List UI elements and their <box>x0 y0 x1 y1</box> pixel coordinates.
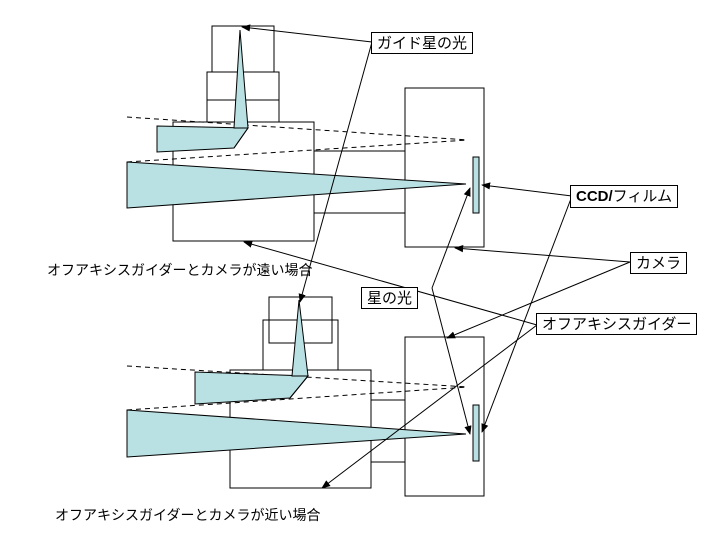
top-configuration <box>126 25 485 248</box>
top-camera-body <box>404 87 485 248</box>
camera-text: カメラ <box>636 254 682 272</box>
top-ccd-sensor <box>472 156 480 214</box>
star-light-text: 星の光 <box>367 289 413 307</box>
ccd-suffix-text: フィルム <box>612 187 673 205</box>
top-guide-beam-vertical <box>233 29 249 129</box>
bottom-caption: オフアキシスガイダーとカメラが近い場合 <box>55 508 321 524</box>
annotation-arrows <box>241 24 631 489</box>
ccd-film-label: CCD/フィルム <box>570 185 679 208</box>
off-axis-guider-label: オフアキシスガイダー <box>536 313 698 335</box>
bottom-guide-beam-vertical <box>291 299 309 377</box>
off-axis-guider-text: オフアキシスガイダー <box>542 315 692 333</box>
bottom-ccd-sensor <box>472 404 480 462</box>
star-light-label: 星の光 <box>361 287 419 309</box>
guide-star-light-text: ガイド星の光 <box>377 34 468 52</box>
guide-star-light-label: ガイド星の光 <box>371 32 474 54</box>
top-main-beam <box>126 161 467 209</box>
bottom-configuration <box>126 296 485 497</box>
camera-label: カメラ <box>630 252 688 274</box>
bottom-main-beam <box>126 409 467 458</box>
ccd-prefix-text: CCD/ <box>576 188 613 205</box>
top-caption: オフアキシスガイダーとカメラが遠い場合 <box>47 263 313 279</box>
